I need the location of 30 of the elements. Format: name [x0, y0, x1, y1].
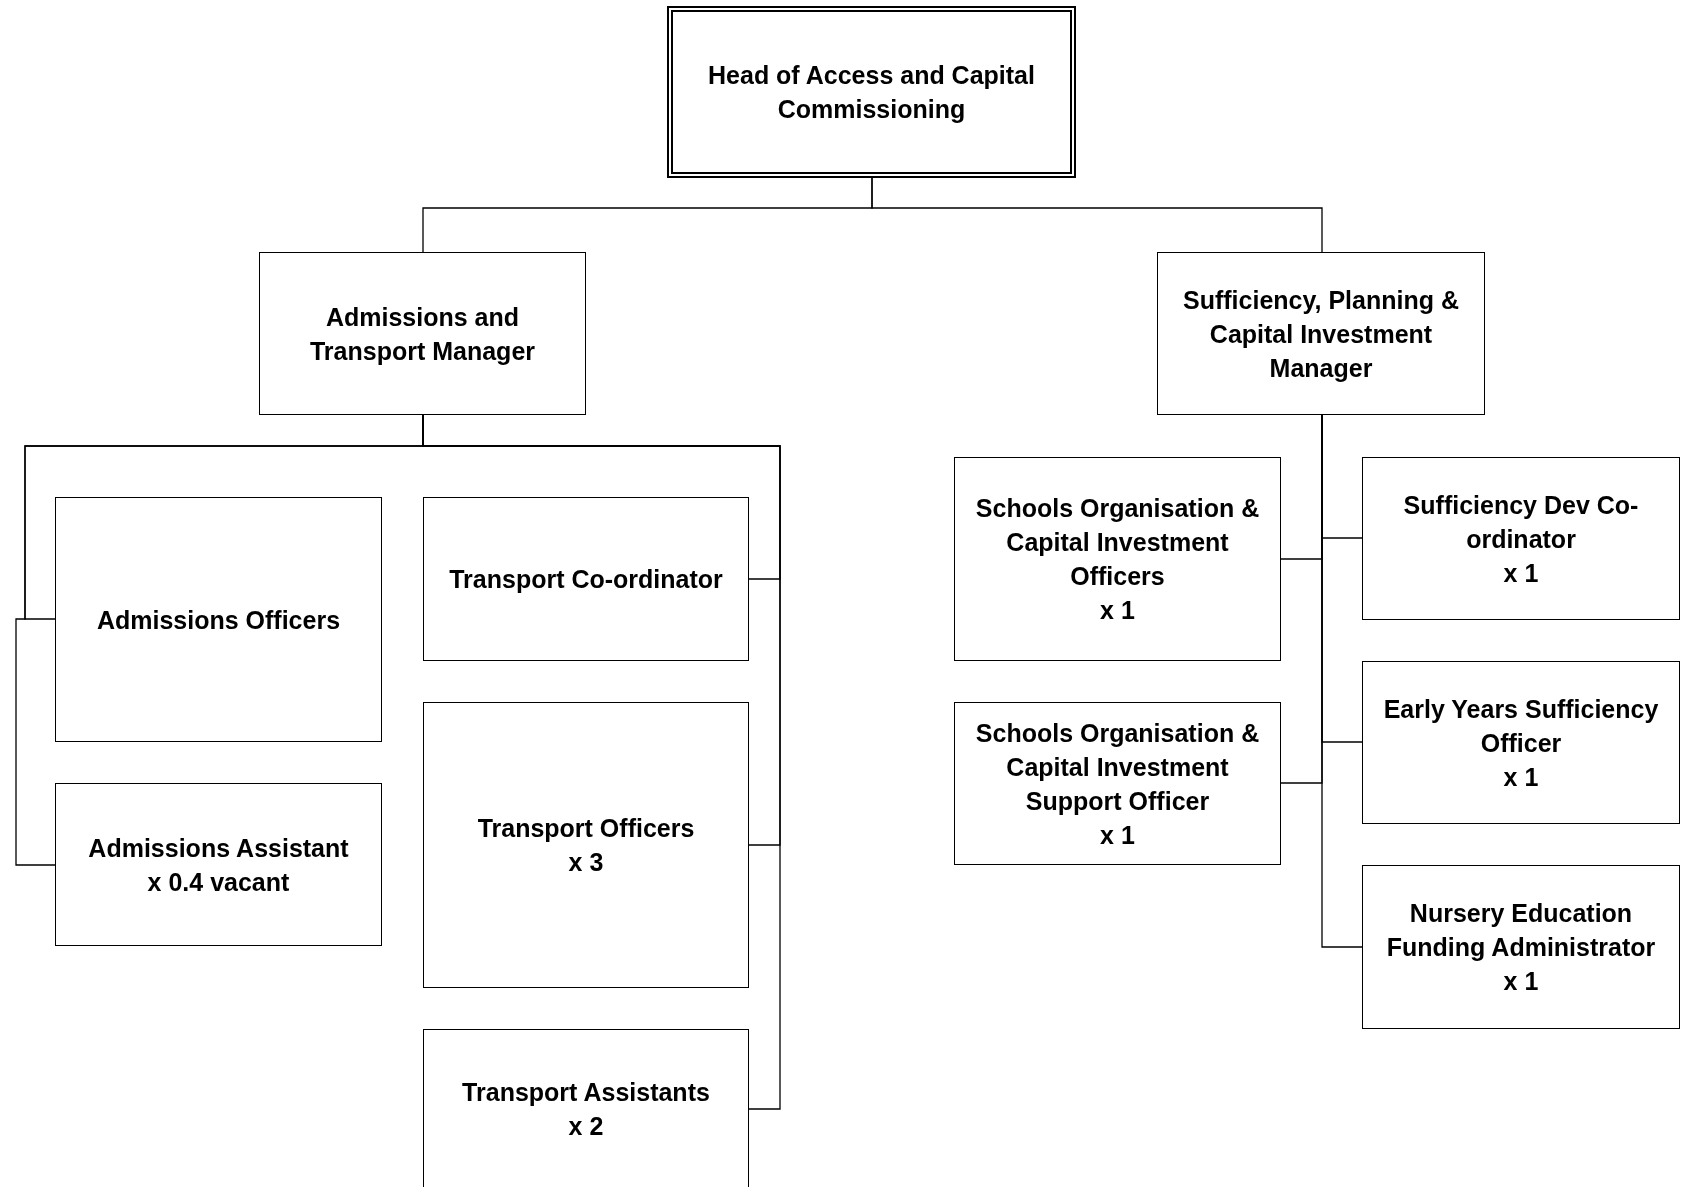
- role-box: [55, 783, 382, 946]
- role-box: [423, 497, 749, 661]
- role-box: [1157, 252, 1485, 415]
- role-text: x 3: [568, 847, 604, 878]
- role-box: [1362, 661, 1680, 824]
- role-text: x 2: [568, 1110, 604, 1142]
- role-box: [423, 702, 749, 988]
- role-text: x 1: [1100, 819, 1135, 851]
- role-text: Admissions Officers: [96, 604, 341, 636]
- role-text: x 1: [1100, 595, 1135, 626]
- role-box: [259, 252, 586, 415]
- role-text: Admissions Assistant: [88, 832, 349, 864]
- role-text: Transport Co-ordinator: [449, 564, 723, 595]
- role-text: x 1: [1503, 557, 1539, 589]
- role-text: Admissions and Transport Manager: [308, 301, 537, 367]
- role-box: [954, 457, 1281, 661]
- role-text: Transport Officers: [477, 813, 695, 844]
- role-text: x 0.4 vacant: [147, 866, 290, 898]
- role-text: x 1: [1503, 761, 1539, 793]
- role-box: [667, 6, 1076, 178]
- role-text: x 1: [1503, 966, 1539, 997]
- role-box: [1362, 457, 1680, 620]
- role-text: Transport Assistants: [462, 1076, 710, 1108]
- role-text: Sufficiency, Planning & Capital Investment Manager: [1182, 284, 1460, 384]
- connector-line: [871, 177, 1323, 253]
- role-box: [1362, 865, 1680, 1029]
- role-text: Head of Access and Capital Commissioning: [707, 60, 1036, 125]
- role-box: [954, 702, 1281, 865]
- role-box: [423, 1029, 749, 1187]
- role-box: [55, 497, 382, 742]
